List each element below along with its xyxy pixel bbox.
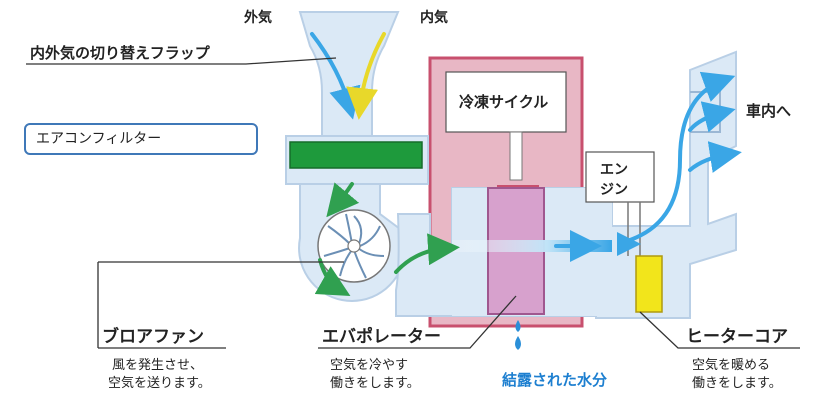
- heater-title: ヒーターコア: [686, 327, 788, 347]
- evaporator-desc-1: 空気を冷やす: [330, 357, 408, 373]
- inside-air-label: 内気: [420, 9, 448, 26]
- water-drops: [515, 320, 521, 350]
- engine-box: [585, 151, 655, 203]
- heater-core: [635, 255, 663, 313]
- evaporator-desc-2: 働きをします。: [330, 376, 420, 391]
- engine-label-line1: エン: [600, 162, 628, 178]
- flap-label: 内外気の切り替えフラップ: [30, 44, 211, 62]
- engine-label-line2: ジン: [600, 182, 628, 198]
- refrigeration-cycle-label: 冷凍サイクル: [459, 93, 548, 111]
- heater-desc-1: 空気を暖める: [692, 357, 770, 373]
- filter-label: エアコンフィルター: [36, 131, 162, 147]
- cabin-label: 車内へ: [746, 102, 791, 120]
- leader-lines: [26, 57, 800, 349]
- evaporator-title: エバポレーター: [322, 326, 441, 347]
- blower-fan: [317, 209, 391, 283]
- heater-desc-2: 働きをします。: [692, 376, 782, 391]
- airflow-arrows: [310, 32, 742, 296]
- filter-label-box: エアコンフィルター: [24, 123, 258, 155]
- outside-air-label: 外気: [244, 9, 272, 26]
- blower-desc-1: 風を発生させ、: [112, 358, 203, 373]
- refrigeration-cycle-box: [445, 71, 567, 133]
- air-filter-element: [289, 141, 423, 169]
- condensation-label: 結露された水分: [502, 371, 607, 389]
- blower-desc-2: 空気を送ります。: [108, 375, 211, 391]
- blower-title: ブロアファン: [102, 326, 204, 347]
